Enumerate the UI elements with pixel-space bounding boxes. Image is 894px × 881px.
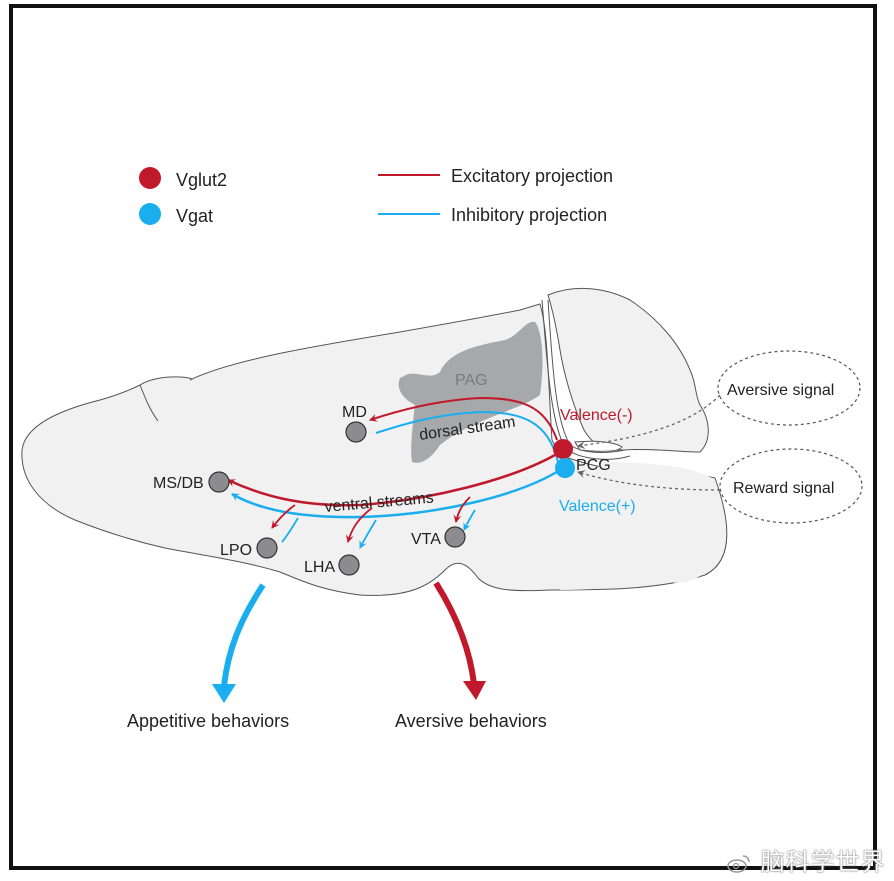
brain-outline (21, 288, 728, 596)
branch-lha-inhibitory (359, 519, 377, 549)
valence-positive-label: Valence(+) (559, 498, 636, 515)
pag-region (398, 321, 543, 463)
appetitive-arrow (221, 583, 266, 687)
valence-negative-label: Valence(-) (560, 407, 633, 424)
aversive-arrowhead (463, 681, 486, 700)
aversive-arrow (433, 581, 477, 685)
aversive-signal-label: Aversive signal (727, 382, 834, 399)
watermark-text: 脑科学世界 (760, 848, 886, 876)
forebrain-shape (21, 303, 728, 596)
branch-lha-excitatory (345, 507, 373, 543)
reward-signal-bubble (719, 448, 863, 524)
weibo-icon (727, 855, 750, 873)
legend-excitatory-label: Excitatory projection (451, 166, 613, 186)
node-msdb (208, 471, 230, 493)
ventral-stream-inhibitory (231, 468, 561, 519)
fissure-line (547, 299, 626, 453)
aversive-behaviors-label: Aversive behaviors (395, 711, 547, 731)
aversive-signal-arrow (577, 394, 721, 450)
pcg-vglut2-neuron (553, 439, 573, 459)
branch-lpo-inhibitory (281, 517, 299, 543)
reward-signal-label: Reward signal (733, 480, 834, 497)
legend-inhibitory-label: Inhibitory projection (451, 205, 607, 225)
node-lpo (256, 537, 278, 559)
hindbrain-shape (560, 462, 719, 590)
node-msdb-label: MS/DB (153, 475, 204, 492)
pag-label: PAG (455, 372, 488, 389)
fourth-ventricle (574, 440, 623, 452)
cerebellum-shape (547, 288, 709, 453)
node-lha (338, 554, 360, 576)
olfactory-fold-line (139, 384, 159, 422)
node-vta (444, 526, 466, 548)
legend-vglut2-dot (139, 167, 161, 189)
reward-signal-arrow (577, 470, 721, 491)
node-md (345, 421, 367, 443)
appetitive-arrowhead (212, 684, 236, 703)
branch-vta-inhibitory (463, 509, 476, 531)
node-md-label: MD (342, 404, 367, 421)
legend-vglut2-label: Vglut2 (176, 170, 227, 190)
ventral-stream-excitatory (227, 453, 556, 507)
pcg-vgat-neuron (555, 458, 575, 478)
branch-vta-excitatory (453, 496, 471, 523)
node-lpo-label: LPO (220, 542, 252, 559)
aversive-signal-bubble (717, 350, 861, 426)
legend-vgat-label: Vgat (176, 206, 213, 226)
pcg-label: PCG (576, 457, 611, 474)
branch-lpo-excitatory (271, 504, 296, 529)
dorsal-stream-inhibitory (375, 410, 559, 463)
node-vta-label: VTA (411, 531, 441, 548)
appetitive-behaviors-label: Appetitive behaviors (127, 711, 289, 731)
legend: Vglut2 Vgat Excitatory projection Inhibi… (139, 166, 613, 226)
legend-vgat-dot (139, 203, 161, 225)
node-lha-label: LHA (304, 559, 335, 576)
dorsal-stream-excitatory (369, 396, 558, 441)
watermark: 脑科学世界 (726, 842, 886, 877)
